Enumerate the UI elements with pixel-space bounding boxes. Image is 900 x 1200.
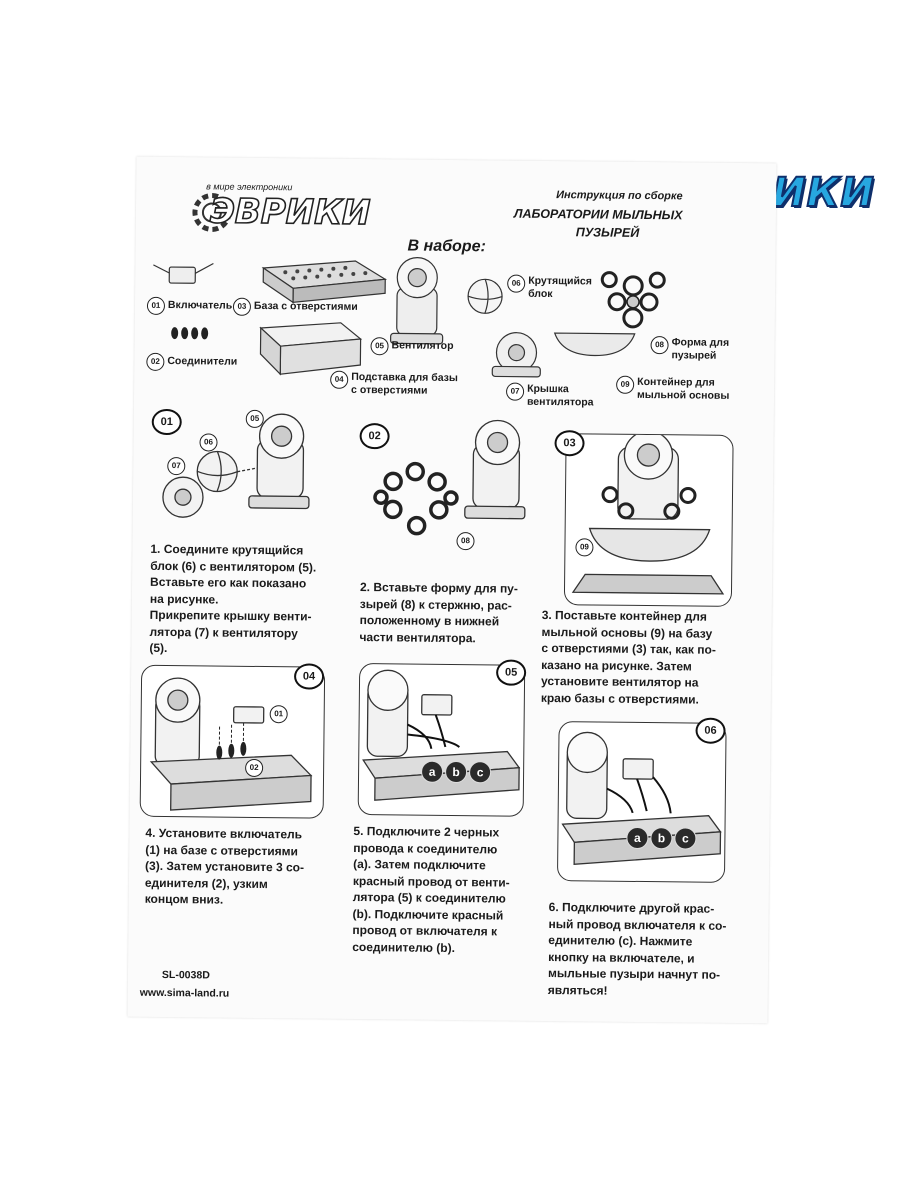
step-1-callout-05: 05 [245, 409, 264, 429]
step-4-text: 4. Установите включатель (1) на базе с о… [144, 825, 305, 907]
step-2-text: 2. Вставьте форму для пу- зырей (8) к ст… [359, 580, 518, 645]
header-line3: ПУЗЫРЕЙ [575, 225, 640, 240]
base-illustration [261, 260, 388, 304]
connectors-illustration [171, 327, 209, 340]
bubble-wand-illustration [600, 271, 666, 329]
connector-a: a [626, 826, 649, 850]
step-2-illustration: 02 08 [358, 413, 539, 555]
fan-illustration [390, 257, 444, 345]
spinning-disk-illustration [467, 278, 503, 314]
step-1-callout-06: 06 [199, 433, 218, 452]
product-code: SL-0038D [161, 968, 210, 982]
connector-a: a [420, 760, 444, 783]
switch-illustration [153, 262, 214, 284]
connector-c: c [674, 827, 697, 850]
header-line2: ЛАБОРАТОРИИ МЫЛЬНЫХ [513, 206, 683, 223]
step-6-text: 6. Подключите другой крас- ный провод вк… [547, 900, 727, 998]
step-2-callout-08: 08 [456, 532, 475, 551]
gear-icon [192, 192, 232, 232]
stand-illustration [259, 322, 363, 376]
step-4-illustration: 04 01 02 [139, 663, 326, 819]
brand-logo-header: ЭВРИКИ [209, 191, 372, 234]
container-illustration [553, 332, 636, 357]
step-4-callout-01: 01 [269, 705, 288, 724]
step-1-text: 1. Соедините крутящийся блок (6) с венти… [149, 541, 317, 656]
kit-illustrations [153, 257, 666, 378]
step-5-text: 5. Подключите 2 черных провода к соедини… [352, 823, 510, 955]
connector-b: b [650, 827, 673, 850]
step-1-illustration: 01 05 06 07 [145, 405, 326, 537]
instruction-sheet: в мире электроники ЭВРИКИ Инструкция по … [127, 156, 777, 1024]
step-3-text: 3. Поставьте контейнер для мыльной основ… [540, 607, 716, 707]
header-line1: Инструкция по сборке [556, 189, 683, 203]
connector-b: b [444, 760, 468, 784]
step-3-illustration: 03 09 [554, 430, 734, 607]
website-link[interactable]: www.sima-land.ru [139, 986, 230, 1000]
step-3-callout-09: 09 [575, 538, 594, 557]
step-4-callout-02: 02 [245, 758, 264, 778]
fan-cover-illustration [491, 332, 541, 378]
step-1-callout-07: 07 [167, 457, 186, 476]
connector-c: c [468, 761, 492, 784]
